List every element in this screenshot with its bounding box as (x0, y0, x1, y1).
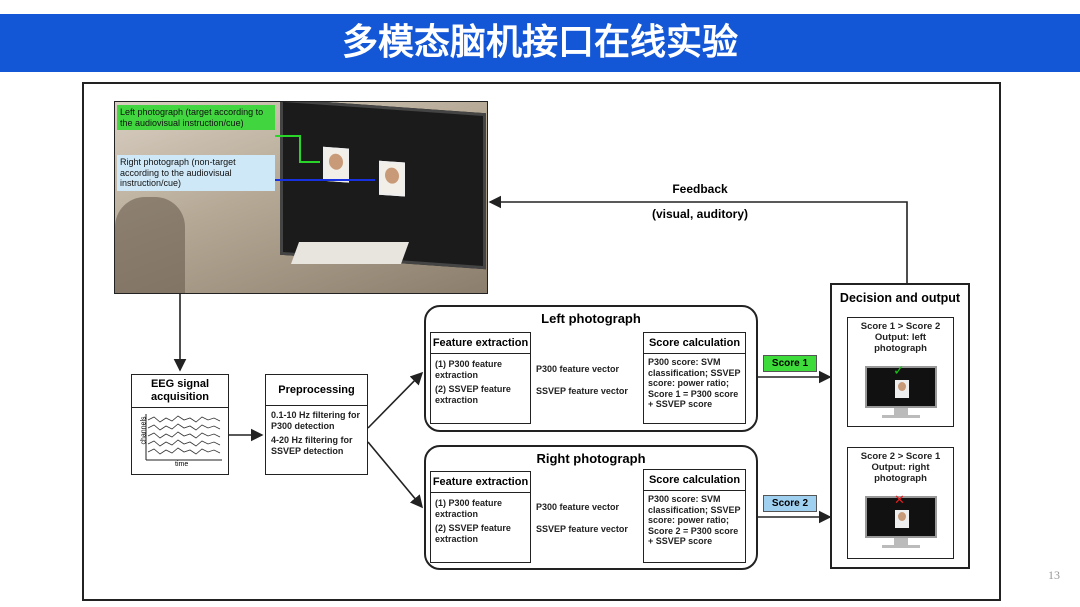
left-output-screen (865, 366, 937, 408)
prep-to-right-arrow (367, 441, 424, 509)
decision-case-2-text: Score 2 > Score 1 Output: right photogra… (860, 451, 941, 484)
right-score-box: Score calculation P300 score: SVM classi… (643, 469, 746, 563)
decision-case-2: Score 2 > Score 1 Output: right photogra… (847, 447, 954, 559)
left-feature-1: (1) P300 feature extraction (435, 359, 503, 380)
eeg-x-label: time (175, 461, 189, 468)
right-vec-ssvep: SSVEP feature vector (536, 524, 628, 534)
right-output-screen (865, 496, 937, 538)
prep-item-2: 4-20 Hz filtering for SSVEP detection (271, 435, 353, 456)
right-feature-2: (2) SSVEP feature extraction (435, 523, 511, 544)
decision-case-1: Score 1 > Score 2 Output: left photograp… (847, 317, 954, 427)
left-photograph-group: Left photograph Feature extraction (1) P… (424, 305, 758, 432)
prep-item-1: 0.1-10 Hz filtering for P300 detection (271, 410, 361, 431)
right-photo-label: Right photograph (non-target according t… (117, 155, 275, 191)
left-feature-title: Feature extraction (431, 333, 530, 354)
page-number: 13 (1048, 568, 1060, 582)
left-vec-p300: P300 feature vector (536, 364, 620, 374)
left-vec-ssvep: SSVEP feature vector (536, 386, 628, 396)
left-score-title: Score calculation (644, 333, 745, 354)
feedback-label: Feedback (672, 182, 728, 196)
preprocessing-title: Preprocessing (266, 375, 367, 406)
feedback-sub: (visual, auditory) (651, 207, 749, 221)
cross-icon: ✕ (894, 492, 905, 507)
left-photo-label: Left photograph (target according to the… (117, 105, 275, 130)
right-feature-box: Feature extraction (1) P300 feature extr… (430, 471, 531, 563)
right-feature-title: Feature extraction (431, 472, 530, 493)
right-photograph-group: Right photograph Feature extraction (1) … (424, 445, 758, 570)
decision-box: Decision and output Score 1 > Score 2 Ou… (830, 283, 970, 569)
score-2-tag: Score 2 (763, 495, 817, 512)
experiment-photo: Left photograph (target according to the… (114, 101, 488, 294)
diagram-frame (82, 82, 1001, 601)
left-score-text: P300 score: SVM classification; SSVEP sc… (648, 357, 741, 409)
eeg-y-label: channels (140, 416, 148, 445)
left-feature-box: Feature extraction (1) P300 feature extr… (430, 332, 531, 424)
prep-to-left-arrow (367, 371, 424, 429)
eeg-box: EEG signal acquisition channels time (131, 374, 229, 475)
right-score-text: P300 score: SVM classification; SSVEP sc… (648, 494, 741, 546)
left-feature-2: (2) SSVEP feature extraction (435, 384, 511, 405)
check-icon: ✓ (893, 362, 905, 378)
left-group-title: Left photograph (541, 311, 641, 326)
decision-title: Decision and output (839, 291, 961, 305)
decision-case-1-text: Score 1 > Score 2 Output: left photograp… (860, 321, 941, 354)
right-group-title: Right photograph (536, 451, 646, 466)
left-score-box: Score calculation P300 score: SVM classi… (643, 332, 746, 424)
right-score-title: Score calculation (644, 470, 745, 491)
eeg-title: EEG signal acquisition (132, 375, 228, 408)
feedback-arrow (488, 195, 908, 283)
preprocessing-box: Preprocessing 0.1-10 Hz filtering for P3… (265, 374, 368, 475)
slide-title: 多模态脑机接口在线实验 (0, 14, 1080, 72)
right-vec-p300: P300 feature vector (536, 502, 620, 512)
right-feature-1: (1) P300 feature extraction (435, 498, 503, 519)
eeg-signal-plot (145, 414, 222, 461)
score-1-tag: Score 1 (763, 355, 817, 372)
